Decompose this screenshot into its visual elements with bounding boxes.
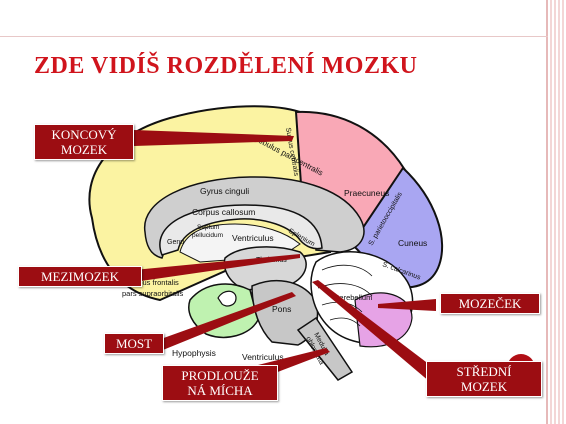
label-prodlouzena-line1: PRODLOUŽE — [181, 368, 259, 383]
pointer-mezimozek — [134, 254, 300, 282]
text-cerebellum: Cerebellum — [334, 293, 372, 302]
label-mozecek: MOZEČEK — [440, 293, 540, 314]
label-stredni-line2: MOZEK — [460, 379, 508, 394]
label-mezimozek: MEZIMOZEK — [18, 266, 142, 287]
text-praecuneus: Praecuneus — [344, 188, 389, 198]
label-most-text: MOST — [115, 336, 153, 351]
label-stredni-mozek: STŘEDNÍ MOZEK — [426, 361, 542, 397]
decorative-line — [546, 0, 548, 424]
label-stredni-line1: STŘEDNÍ — [456, 364, 512, 379]
text-corpus-callosum: Corpus callosum — [192, 207, 255, 217]
hypophysis — [217, 290, 237, 307]
label-prodlouzena-micha: PRODLOUŽE NÁ MÍCHA — [162, 365, 278, 401]
label-prodlouzena-line2: NÁ MÍCHA — [187, 383, 253, 398]
text-cuneus: Cuneus — [398, 238, 427, 248]
text-genu: Genu — [167, 239, 184, 246]
top-rule — [0, 36, 548, 37]
text-lobus-frontalis-2: pars supraorbitalis — [122, 289, 184, 298]
label-koncovy-mozek: KONCOVÝ MOZEK — [34, 124, 134, 160]
text-ventriculus-quartus: Ventriculus — [242, 352, 284, 362]
label-most: MOST — [104, 333, 164, 354]
slide-title: ZDE VIDÍŠ ROZDĚLENÍ MOZKU — [34, 53, 418, 79]
label-mezimozek-text: MEZIMOZEK — [41, 269, 119, 284]
decorative-border — [550, 0, 566, 424]
text-hypophysis: Hypophysis — [172, 348, 216, 358]
text-lobus-frontalis-1: Lobus frontalis — [130, 278, 179, 287]
corpus-callosum — [159, 204, 323, 256]
pointer-koncovy — [134, 130, 294, 146]
label-mozecek-text: MOZEČEK — [458, 296, 522, 311]
text-gyrus-cinguli: Gyrus cinguli — [200, 186, 249, 196]
label-koncovy-line1: KONCOVÝ — [51, 127, 117, 142]
text-pons: Pons — [272, 304, 291, 314]
text-ventriculus: Ventriculus — [232, 233, 274, 243]
label-koncovy-line2: MOZEK — [60, 142, 108, 157]
text-septum-2: pellucidum — [192, 232, 223, 239]
pointer-stredni — [312, 280, 430, 382]
text-septum-1: Septum — [197, 224, 219, 231]
pointer-mozecek — [378, 299, 436, 311]
pointer-most — [158, 292, 296, 352]
